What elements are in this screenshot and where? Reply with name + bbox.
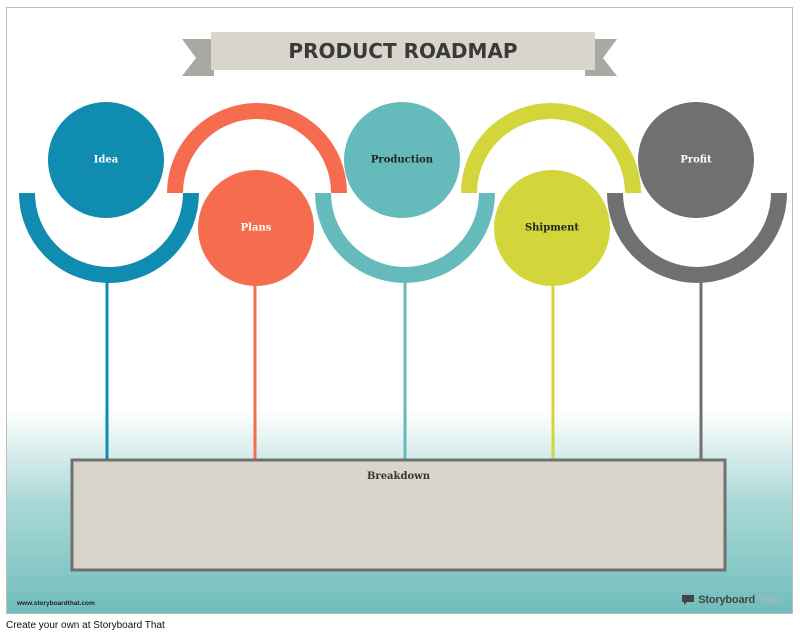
breakdown-box[interactable] — [70, 458, 727, 572]
circle-shipment — [494, 170, 610, 286]
create-your-own-caption[interactable]: Create your own at Storyboard That — [6, 620, 165, 631]
stage-label-shipment: Shipment — [525, 223, 579, 234]
speech-bubble-icon — [682, 595, 695, 605]
stage-label-idea: Idea — [94, 155, 119, 166]
stage-plans: Plans — [198, 170, 314, 286]
roadmap-diagram: PRODUCT ROADMAP Idea Plans Production Sh — [7, 32, 792, 613]
roadmap-poster: PRODUCT ROADMAP Idea Plans Production Sh — [6, 7, 793, 614]
storyboardthat-logo: Storyboard That — [681, 594, 780, 606]
banner-tail-left — [182, 39, 214, 76]
site-url: www.storyboardthat.com — [17, 600, 95, 607]
stage-label-plans: Plans — [241, 223, 272, 234]
arc-shipment — [461, 103, 641, 194]
stage-production: Production — [344, 102, 460, 218]
circle-idea — [48, 102, 164, 218]
stage-label-profit: Profit — [680, 155, 712, 166]
arc-plans — [167, 103, 347, 194]
page-title: PRODUCT ROADMAP — [288, 39, 517, 63]
circle-profit — [638, 102, 754, 218]
stage-idea: Idea — [48, 102, 164, 218]
breakdown-label: Breakdown — [366, 471, 431, 482]
brand-name: Storyboard — [698, 594, 755, 606]
stage-profit: Profit — [638, 102, 754, 218]
circle-production — [344, 102, 460, 218]
title-banner: PRODUCT ROADMAP — [182, 32, 617, 76]
brand-suffix: That — [757, 594, 780, 606]
stage-shipment: Shipment — [494, 170, 610, 286]
arc-profit — [607, 192, 787, 283]
arc-idea — [19, 192, 199, 283]
circle-plans — [198, 170, 314, 286]
stage-label-production: Production — [371, 155, 434, 166]
banner-ribbon — [211, 32, 595, 70]
